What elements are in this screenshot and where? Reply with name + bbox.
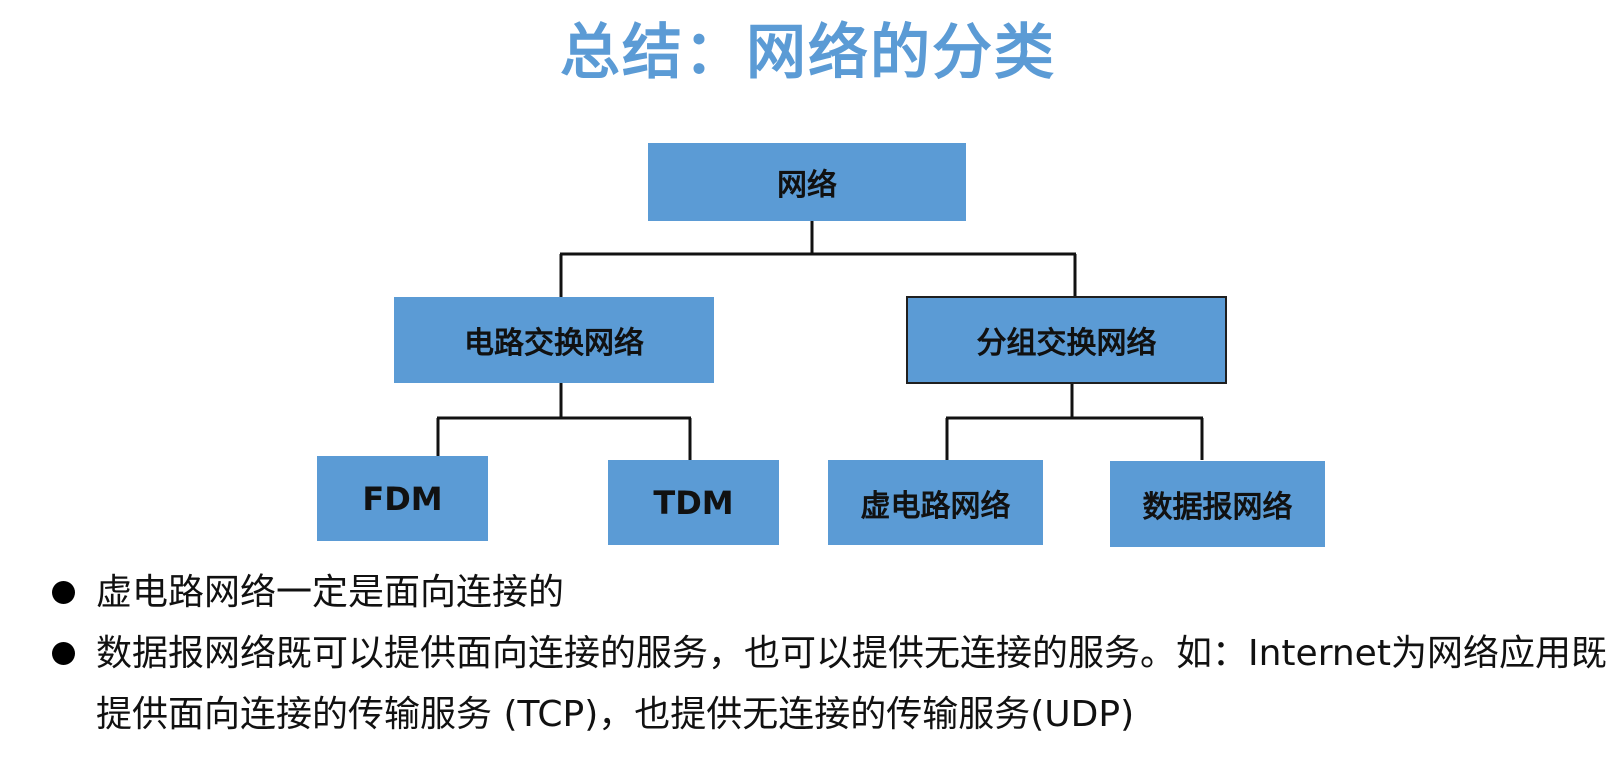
node-fdm: FDM [317, 456, 488, 541]
node-virtual-circuit-label: 虚电路网络 [860, 488, 1011, 524]
node-virtual-circuit: 虚电路网络 [828, 460, 1043, 545]
node-packet-switching: 分组交换网络 [906, 296, 1227, 384]
node-fdm-label: FDM [362, 479, 443, 518]
bullet-item: 数据报网络既可以提供面向连接的服务，也可以提供无连接的服务。如：Internet… [48, 623, 1608, 745]
node-circuit-switching-label: 电路交换网络 [464, 326, 644, 361]
bullet-text: 虚电路网络一定是面向连接的 [96, 572, 565, 613]
node-circuit-switching: 电路交换网络 [394, 297, 714, 383]
node-datagram-label: 数据报网络 [1142, 490, 1293, 525]
bullet-text: 数据报网络既可以提供面向连接的服务，也可以提供无连接的服务。如：Internet… [96, 633, 1607, 735]
node-network: 网络 [648, 143, 966, 221]
node-tdm: TDM [608, 460, 779, 545]
node-datagram: 数据报网络 [1110, 461, 1325, 547]
bullet-list: 虚电路网络一定是面向连接的 数据报网络既可以提供面向连接的服务，也可以提供无连接… [48, 562, 1608, 745]
bullet-dot-icon [52, 581, 75, 604]
node-tdm-label: TDM [653, 483, 734, 522]
bullet-dot-icon [52, 642, 75, 665]
node-packet-switching-label: 分组交换网络 [976, 326, 1157, 361]
node-network-label: 网络 [777, 168, 837, 203]
bullet-item: 虚电路网络一定是面向连接的 [48, 562, 1608, 623]
page-title: 总结：网络的分类 [560, 18, 1056, 88]
